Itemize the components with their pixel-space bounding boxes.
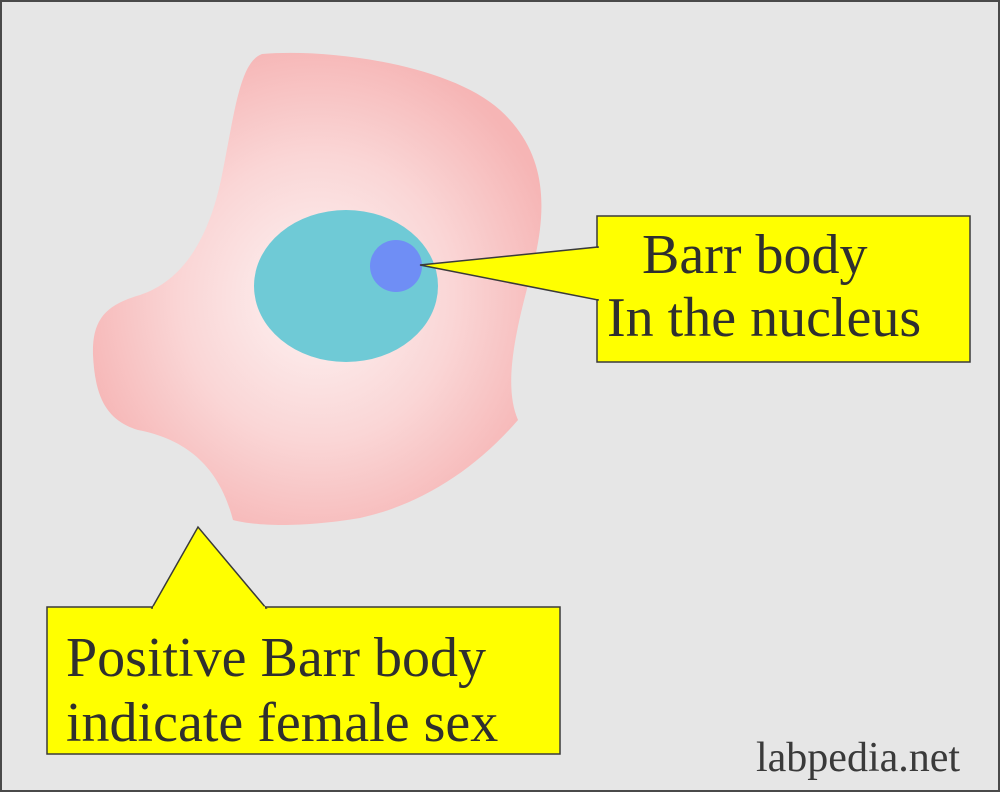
female-sex-callout-line1: Positive Barr body [66, 627, 486, 689]
female-sex-callout-line2: indicate female sex [66, 692, 498, 754]
watermark: labpedia.net [756, 735, 961, 781]
barr-body-callout-line1: Barr body [642, 224, 868, 286]
barr-body-callout-box [596, 215, 971, 363]
barr-body [370, 240, 422, 292]
female-sex-callout: Positive Barr body indicate female sex [46, 525, 561, 755]
female-sex-callout-box [46, 606, 561, 755]
barr-body-callout-line2: In the nucleus [607, 287, 921, 349]
female-sex-callout-pointer [150, 525, 268, 609]
barr-body-callout: Barr body In the nucleus [419, 215, 971, 363]
